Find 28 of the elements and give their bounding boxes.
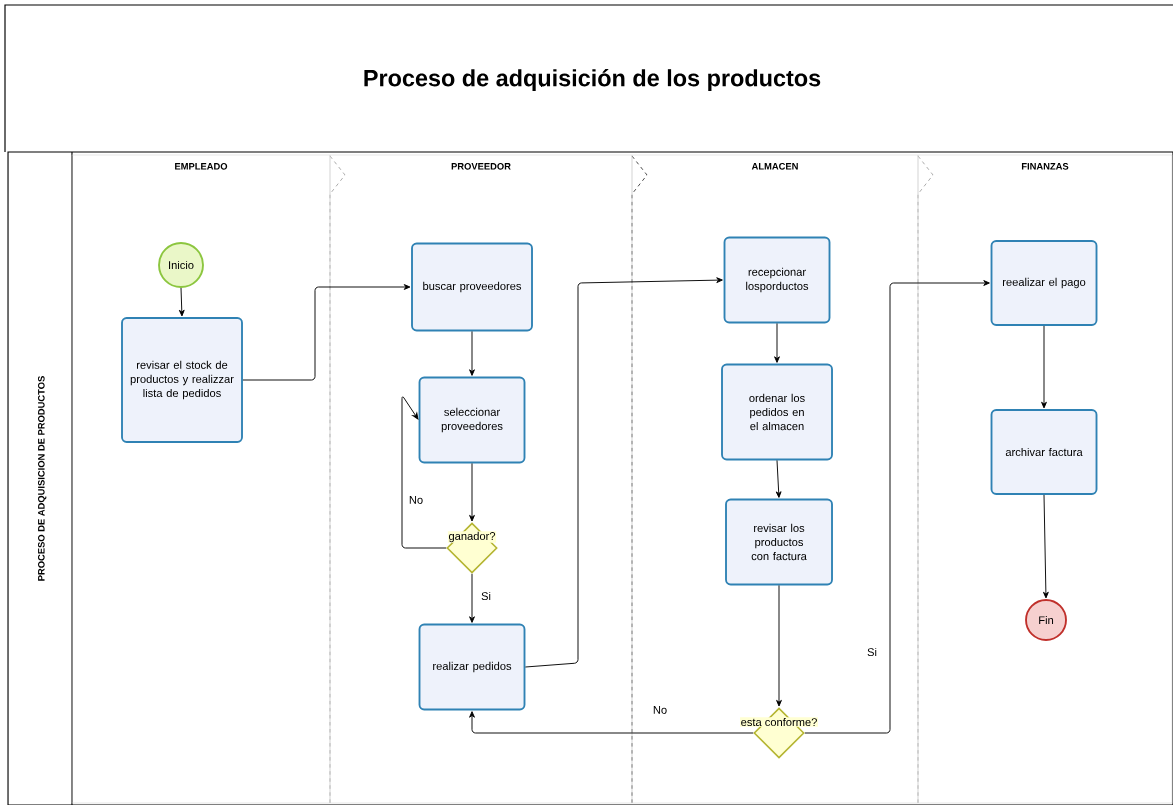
arrow — [469, 711, 754, 734]
task-box: revisar el stock de productos y realizzar lista de pedidos — [121, 317, 243, 443]
arrow — [776, 585, 782, 707]
task-box: recepcionar losporductos — [723, 236, 831, 324]
arrow — [1043, 494, 1049, 599]
arrow — [469, 330, 475, 376]
edge-label: Si — [865, 646, 879, 658]
edge-label: Si — [479, 590, 493, 602]
arrow — [775, 459, 782, 498]
arrow — [774, 322, 780, 363]
arrow — [804, 280, 990, 734]
arrow — [469, 462, 475, 522]
arrow — [401, 396, 447, 549]
arrow — [178, 287, 185, 317]
task-box: realizar pedidos — [418, 623, 526, 711]
arrow — [469, 573, 475, 623]
arrow — [242, 284, 411, 381]
task-box: buscar proveedores — [411, 242, 533, 332]
edge-label: No — [651, 704, 669, 716]
task-box: reealizar el pago — [990, 240, 1098, 326]
task-box: ordenar los pedidos en el almacen — [721, 363, 833, 461]
task-box: archivar factura — [990, 409, 1098, 495]
arrow — [1041, 325, 1047, 409]
title: Proceso de adquisición de los productos — [364, 69, 821, 92]
edge-label: No — [407, 494, 425, 506]
task-box: seleccionar proveedores — [418, 376, 526, 464]
arrow — [525, 277, 723, 668]
task-box: revisar los productos con factura — [725, 498, 833, 586]
